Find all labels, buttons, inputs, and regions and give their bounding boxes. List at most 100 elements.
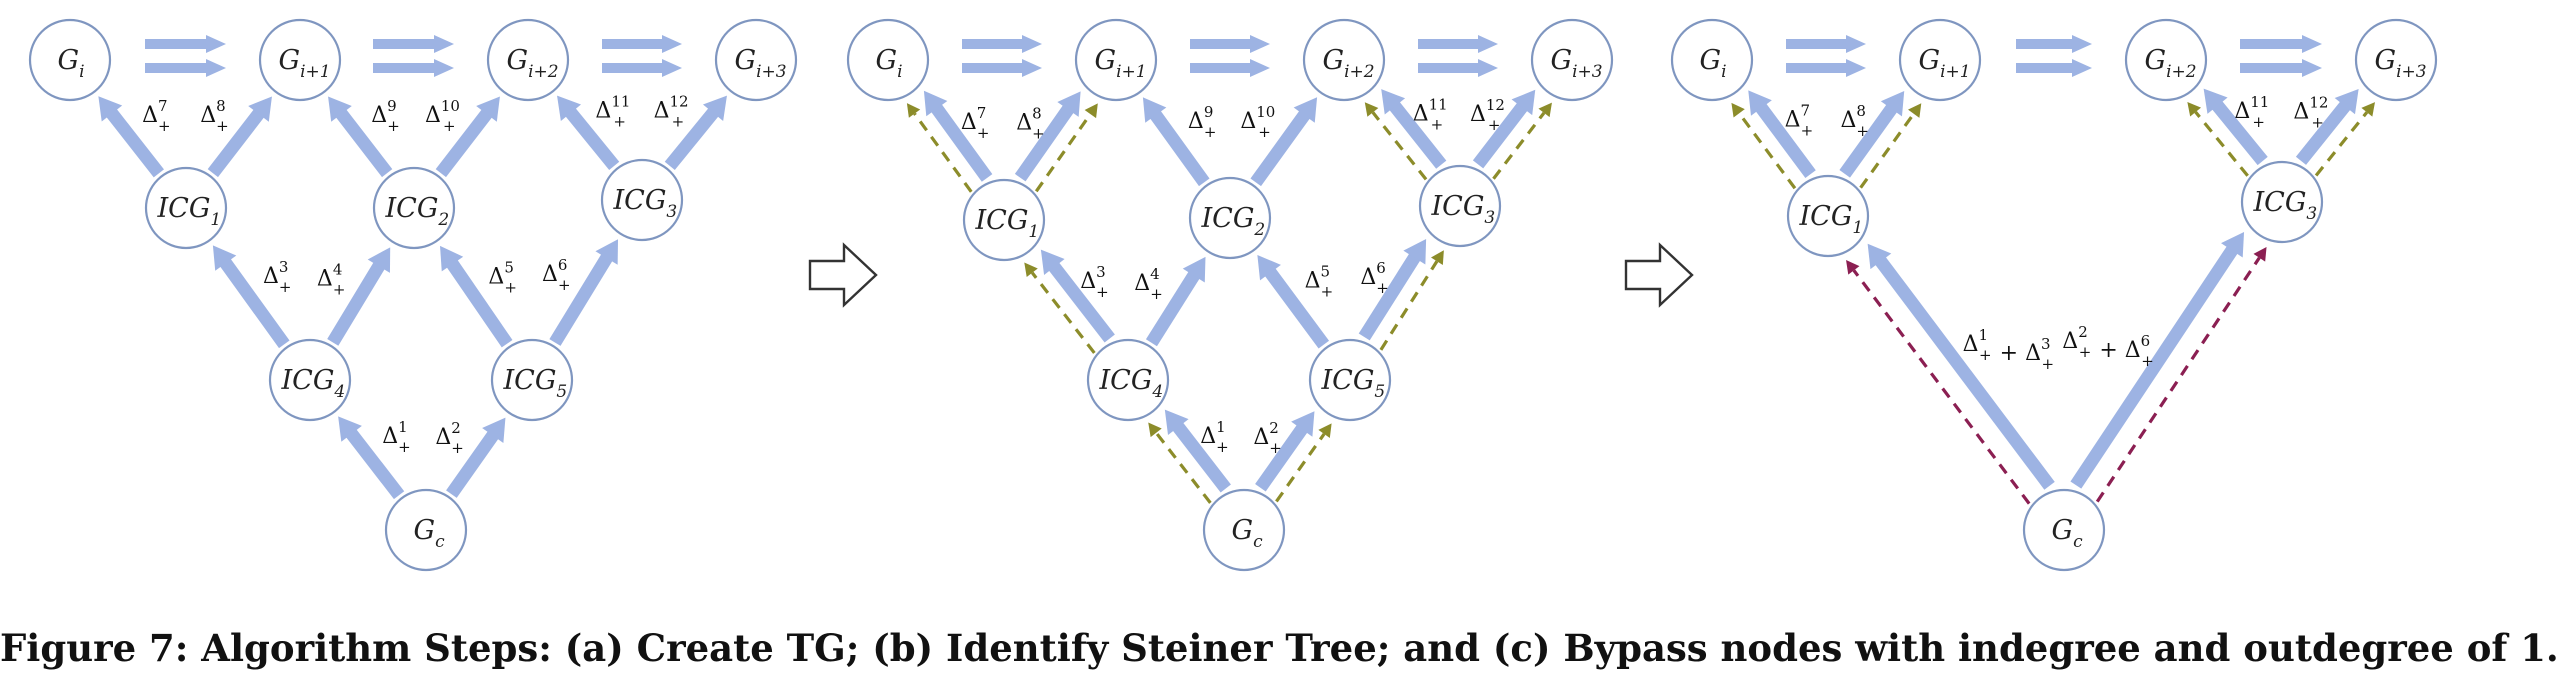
steiner-edge-head [1364, 102, 1379, 117]
node-label: Gi [58, 45, 85, 82]
tg-edge-head [98, 96, 123, 122]
steiner-edge [913, 112, 973, 193]
node-circle [268, 338, 352, 422]
node-circle [1074, 18, 1158, 102]
node-circle [1670, 18, 1754, 102]
graph-node: ICG1 [962, 178, 1046, 262]
tg-edge-head [328, 96, 352, 122]
node-label: ICG5 [503, 365, 568, 402]
graph-node: ICG4 [268, 338, 352, 422]
node-label: Gi+3 [1551, 45, 1603, 82]
node-label: Gc [2052, 515, 2084, 552]
tg-edge [2211, 100, 2268, 166]
edge-weight-label: Δ6+ [1360, 259, 1389, 297]
tg-edge-head [1293, 97, 1318, 123]
node-circle [490, 338, 574, 422]
node-circle [1530, 18, 1614, 102]
tg-edge [335, 108, 393, 178]
graph-node: ICG5 [490, 338, 574, 422]
equality-bar [2240, 63, 2304, 73]
node-label: Gc [414, 515, 446, 552]
graph-node: Gi+3 [1530, 18, 1614, 102]
tg-edge-head [212, 245, 237, 271]
tg-edge-head [557, 95, 582, 121]
step-arrows [808, 242, 1694, 308]
edge-labels: Δ7+Δ8+Δ9+Δ10+Δ11+Δ12+Δ3+Δ4+Δ5+Δ6+Δ1+Δ2+Δ… [142, 92, 2328, 457]
node-circle [258, 18, 342, 102]
node-label: ICG1 [1799, 201, 1864, 238]
node-label: Gi [1700, 45, 1727, 82]
equality-bar-head [1846, 35, 1866, 53]
node-circle [2124, 18, 2208, 102]
equality-bar [145, 63, 208, 73]
equality-bar [2016, 63, 2074, 73]
steiner-edge [1859, 112, 1916, 189]
tg-edge-head [1511, 89, 1536, 116]
graph-node: Gi+2 [2124, 18, 2208, 102]
tg-edge-head [440, 245, 464, 272]
tg-edge [2070, 245, 2239, 489]
steiner-edge-head [1148, 422, 1162, 438]
tg-edge [1014, 104, 1075, 182]
tg-edge [1388, 100, 1447, 169]
steiner-edge-head [1024, 262, 1038, 278]
edge-weight-label: Δ2+ [435, 419, 464, 457]
tg-edge [327, 261, 386, 346]
tg-edge-head [2221, 232, 2245, 258]
tg-edge-head [1867, 243, 1892, 270]
graph-node: Gi+3 [2354, 18, 2438, 102]
edge-weight-label: Δ9+ [371, 97, 400, 135]
tg-edge [1874, 255, 2055, 490]
bypass-edge-head [1846, 259, 1860, 275]
graph-node: ICG4 [1086, 338, 1170, 422]
tg-edge [1255, 423, 1309, 492]
node-label: Gc [1232, 515, 1264, 552]
node-label: Gi+2 [2145, 45, 2197, 82]
equality-bar-head [434, 35, 454, 53]
steiner-edge [2194, 111, 2249, 177]
tg-edge-head [1381, 89, 1406, 115]
node-circle [1188, 176, 1272, 260]
edge-weight-label: Δ2+ [1253, 419, 1282, 457]
steiner-edge-head [1318, 423, 1332, 438]
node-label: ICG4 [1099, 365, 1164, 402]
steiner-edge [1034, 113, 1092, 193]
node-label: ICG2 [385, 193, 450, 230]
node-label: Gi+3 [2375, 45, 2427, 82]
edge-weight-label: Δ8+ [1840, 102, 1869, 140]
steiner-edge [1737, 112, 1797, 190]
node-circle [486, 18, 570, 102]
equality-bar [1786, 39, 1848, 49]
tg-edge [1171, 421, 1231, 493]
graph-node: Gi+2 [1302, 18, 1386, 102]
node-circle [1086, 338, 1170, 422]
node-circle [1898, 18, 1982, 102]
steiner-edge [1371, 111, 1428, 181]
equality-bar [1418, 63, 1480, 73]
edge-weight-label: Δ1+ [382, 418, 411, 456]
steiner-edge-head [1538, 102, 1552, 118]
tg-edge [664, 107, 720, 170]
edge-weight-label: Δ11+ [595, 92, 630, 130]
tg-edge-head [702, 95, 727, 121]
tg-edge-head [367, 247, 391, 273]
steiner-edge [1154, 431, 1212, 504]
node-circle [714, 18, 798, 102]
equality-bar-head [1250, 59, 1270, 77]
equality-bar-head [662, 59, 682, 77]
tg-edges [98, 88, 2359, 500]
steiner-edge [2314, 111, 2369, 177]
graph-node: Gi+1 [1898, 18, 1982, 102]
equality-bar-head [1022, 35, 1042, 53]
steiner-edge-head [906, 103, 921, 118]
equality-bar [373, 63, 436, 73]
tg-edge-head [923, 90, 948, 117]
tg-edge-head [1057, 91, 1081, 117]
tg-edge [207, 108, 265, 178]
tg-edge-head [1403, 239, 1427, 265]
tg-edge-head [248, 96, 272, 122]
tg-edge-head [2334, 88, 2359, 115]
tg-edge-head [1164, 409, 1189, 436]
edge-weight-label: Δ8+ [1016, 104, 1045, 142]
